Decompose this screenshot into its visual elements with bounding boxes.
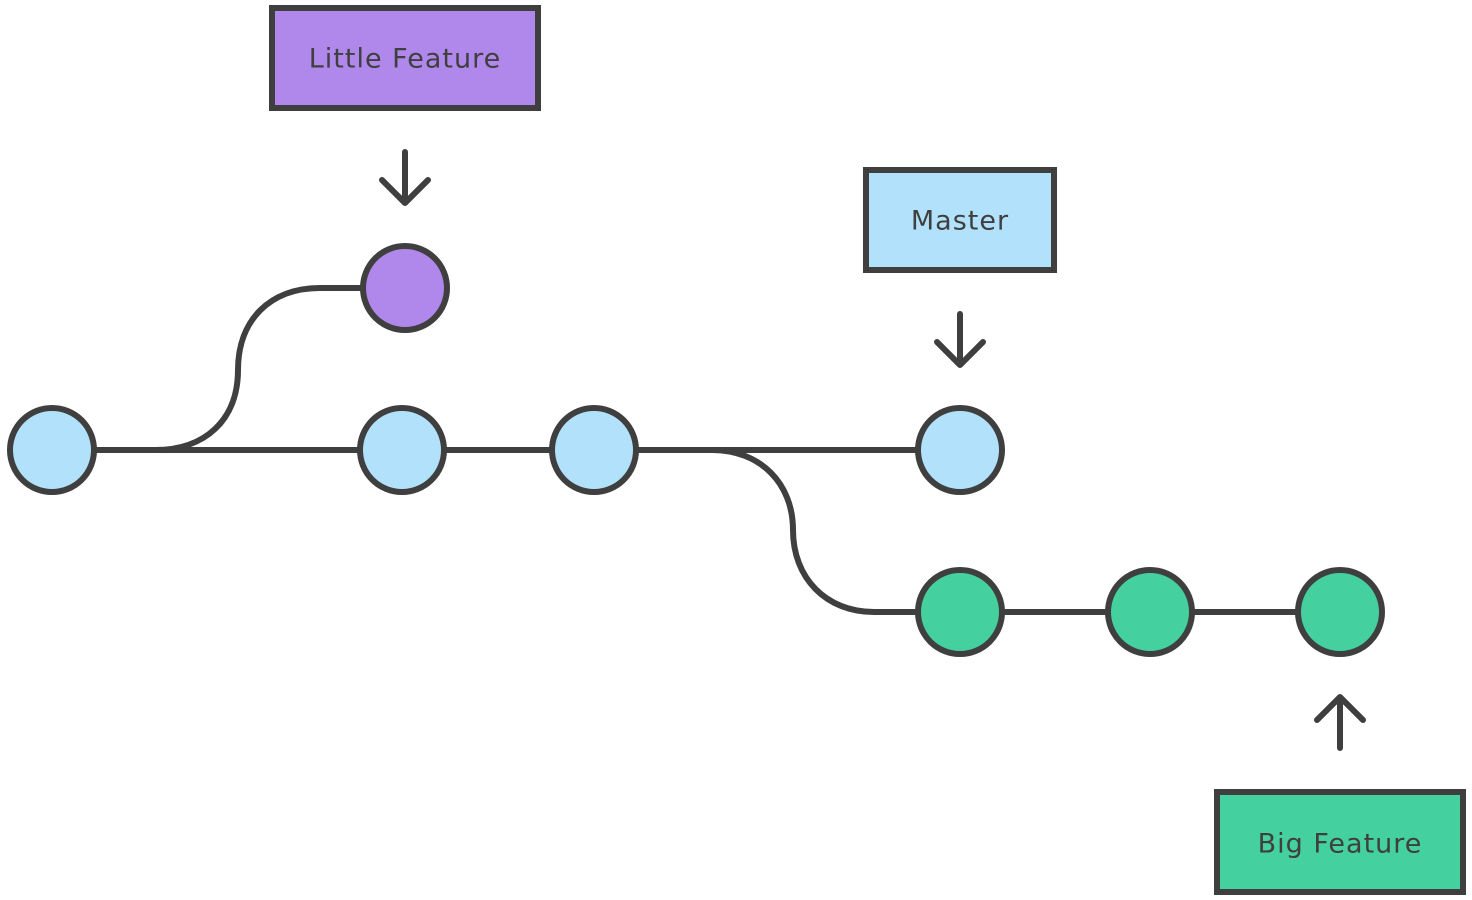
little-feature-commit-1[interactable] bbox=[360, 243, 450, 333]
big-feature-branch-edge bbox=[709, 447, 963, 615]
master-commit-2[interactable] bbox=[357, 405, 447, 495]
big-feature-label-text: Big Feature bbox=[1258, 829, 1423, 860]
little-feature-branch-edge bbox=[152, 285, 408, 453]
little-feature-label[interactable]: Little Feature bbox=[269, 5, 541, 111]
little-feature-commits bbox=[360, 243, 450, 333]
master-label-text: Master bbox=[911, 206, 1009, 237]
big-feature-commit-2[interactable] bbox=[1105, 567, 1195, 657]
master-commit-1[interactable] bbox=[7, 405, 97, 495]
big-feature-label[interactable]: Big Feature bbox=[1214, 789, 1466, 895]
branch-edges bbox=[49, 285, 1343, 615]
little-feature-arrow-icon bbox=[379, 149, 431, 206]
master-arrow-icon bbox=[934, 311, 986, 368]
master-commit-3[interactable] bbox=[549, 405, 639, 495]
big-feature-commit-3[interactable] bbox=[1295, 567, 1385, 657]
master-label[interactable]: Master bbox=[863, 167, 1057, 273]
little-feature-label-text: Little Feature bbox=[309, 44, 501, 75]
big-feature-arrow-icon bbox=[1314, 694, 1366, 751]
master-commit-4[interactable] bbox=[915, 405, 1005, 495]
big-feature-commits bbox=[915, 567, 1385, 657]
big-feature-commit-1[interactable] bbox=[915, 567, 1005, 657]
master-commits bbox=[7, 405, 1005, 495]
